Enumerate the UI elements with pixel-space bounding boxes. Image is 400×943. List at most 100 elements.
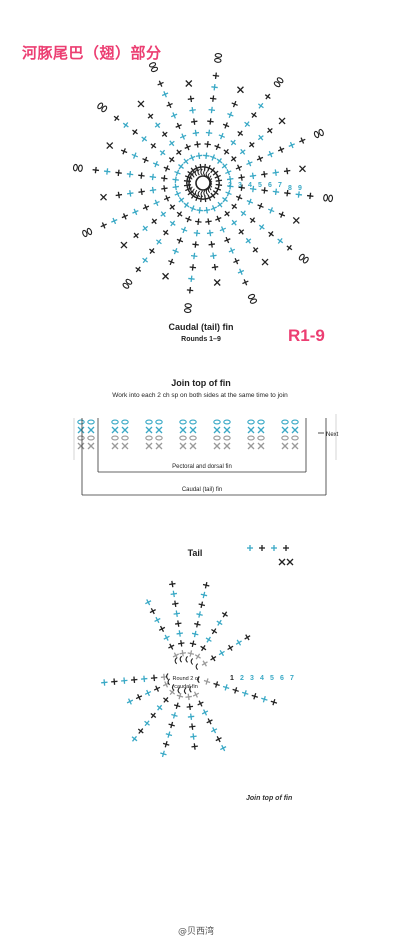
chain-stitch (291, 435, 299, 441)
hdc-plus-stitch (172, 176, 179, 183)
sc-x-stitch (223, 426, 231, 434)
hdc-plus-stitch (239, 148, 246, 155)
hdc-plus-stitch (153, 199, 160, 207)
sc-x-stitch (155, 442, 163, 450)
chain-stitch (155, 419, 163, 425)
round-number: 6 (280, 675, 284, 682)
hdc-plus-stitch (194, 653, 201, 660)
hdc-plus-stitch (194, 141, 201, 148)
hdc-plus-stitch (152, 160, 160, 168)
hdc-plus-stitch (172, 600, 179, 608)
hdc-plus-stitch (170, 112, 178, 119)
hdc-plus-stitch (251, 693, 259, 700)
hdc-plus-stitch (215, 736, 222, 743)
hdc-plus-stitch (138, 188, 145, 196)
hdc-plus-stitch (210, 252, 217, 260)
hdc-plus-stitch (202, 581, 210, 589)
hdc-plus-stitch (258, 224, 265, 231)
sc-x-stitch (257, 442, 265, 450)
sc-x-stitch (179, 426, 187, 434)
chain-stitch (323, 194, 329, 202)
chain-stitch (145, 435, 153, 441)
hdc-plus-stitch (157, 80, 164, 87)
hdc-plus-stitch (153, 685, 161, 692)
hdc-plus-stitch (183, 158, 189, 165)
hdc-plus-stitch (137, 728, 144, 734)
chain-stitch (249, 298, 258, 304)
hdc-plus-stitch (133, 232, 140, 239)
hdc-plus-stitch (189, 154, 196, 161)
hdc-plus-stitch (203, 678, 211, 685)
hdc-plus-stitch (222, 122, 230, 129)
chain-stitch (111, 435, 119, 441)
hdc-plus-stitch (206, 718, 213, 725)
sc-x-stitch (223, 442, 231, 450)
dc-hook-stitch (197, 168, 200, 176)
chain-stitch (101, 105, 108, 113)
sc-x-stitch (189, 426, 197, 434)
hdc-plus-stitch (217, 201, 223, 208)
hdc-plus-stitch (131, 735, 138, 742)
hdc-plus-stitch (172, 652, 179, 659)
sc-x-stitch (292, 216, 300, 224)
hdc-plus-stitch (138, 172, 145, 179)
dc-hook-stitch (192, 170, 195, 178)
hdc-plus-stitch (214, 143, 221, 151)
hdc-plus-stitch (111, 217, 118, 225)
chain-stitch (281, 419, 289, 425)
hdc-plus-stitch (142, 204, 150, 211)
hdc-plus-stitch (172, 183, 180, 191)
chain-stitch (125, 278, 133, 285)
hdc-plus-stitch (219, 226, 227, 233)
tail-stitch-spokes (101, 545, 294, 758)
hdc-plus-stitch (231, 203, 238, 210)
hdc-plus-stitch (214, 173, 221, 180)
hdc-plus-stitch (271, 545, 277, 551)
hdc-plus-stitch (261, 170, 268, 178)
hdc-plus-stitch (231, 100, 238, 108)
hdc-plus-stitch (216, 619, 223, 626)
join-instruction: Work into each 2 ch sp on both sides at … (112, 392, 288, 399)
chain-stitch (281, 435, 289, 441)
hdc-plus-stitch (230, 156, 237, 162)
sc-x-stitch (213, 279, 221, 286)
chain-stitch (155, 435, 163, 441)
sc-x-stitch (162, 272, 170, 280)
hdc-plus-stitch (193, 229, 201, 237)
hdc-plus-stitch (241, 690, 249, 697)
hdc-plus-stitch (183, 202, 190, 208)
hdc-plus-stitch (151, 218, 158, 225)
hdc-plus-stitch (222, 196, 228, 203)
hdc-plus-stitch (132, 129, 138, 135)
hdc-plus-stitch (120, 148, 128, 155)
sc-x-stitch (111, 426, 119, 434)
dc-hook-stitch (197, 190, 201, 198)
dc-hook-stitch (203, 169, 206, 177)
hdc-plus-stitch (168, 643, 175, 650)
hdc-plus-stitch (232, 687, 239, 694)
hdc-plus-stitch (187, 95, 195, 103)
dc-hook-stitch (174, 657, 178, 665)
sc-x-stitch (121, 426, 129, 434)
hdc-plus-stitch (256, 155, 264, 162)
round-number: 2 (240, 675, 244, 682)
hdc-plus-stitch (179, 649, 186, 657)
chain-stitch (121, 419, 129, 425)
hdc-plus-stitch (154, 122, 161, 129)
hdc-plus-stitch (270, 698, 278, 706)
hdc-plus-stitch (192, 129, 200, 137)
sc-x-stitch (179, 442, 187, 450)
chain-stitch (223, 419, 231, 425)
chain-stitch (302, 256, 309, 264)
hdc-plus-stitch (238, 174, 245, 181)
hdc-plus-stitch (205, 164, 213, 172)
hdc-plus-stitch (161, 175, 168, 182)
sc-x-stitch (261, 258, 269, 266)
hdc-plus-stitch (210, 154, 217, 161)
hdc-plus-stitch (187, 650, 195, 657)
hdc-plus-stitch (220, 744, 227, 752)
sc-x-stitch (121, 442, 129, 450)
hdc-plus-stitch (176, 211, 183, 218)
hdc-plus-stitch (189, 723, 196, 730)
section-title: 河豚尾巴（翅）部分 (22, 44, 162, 62)
